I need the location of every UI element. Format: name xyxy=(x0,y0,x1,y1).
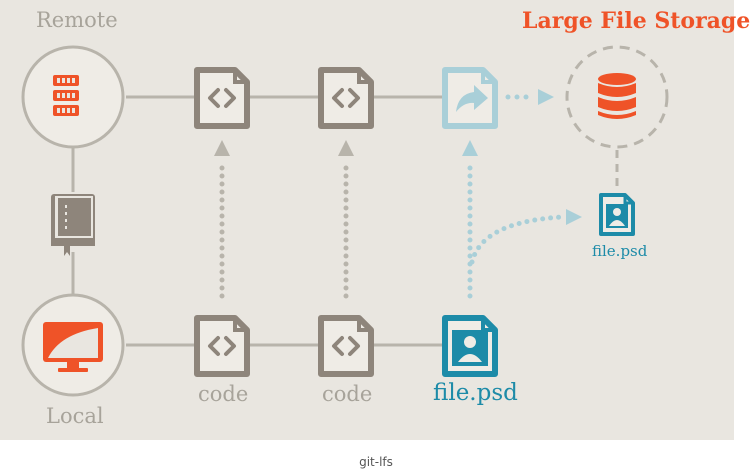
remote-label: Remote xyxy=(36,8,118,32)
code-label-1: code xyxy=(198,382,249,406)
push-arrowhead-3 xyxy=(462,140,478,156)
image-caption: git-lfs xyxy=(359,455,393,469)
push-arrows xyxy=(214,89,582,299)
image-file-icon xyxy=(442,315,498,377)
code-file-icon xyxy=(194,67,250,129)
code-file-icon xyxy=(318,67,374,129)
git-lfs-diagram xyxy=(21,45,669,397)
database-icon xyxy=(598,73,636,119)
local-label: Local xyxy=(46,404,104,428)
image-file-icon xyxy=(599,193,635,236)
upload-arrow-curve xyxy=(469,214,565,265)
local-file-label: file.psd xyxy=(433,380,518,406)
push-arrowhead-2 xyxy=(338,140,354,156)
remote-file-label: file.psd xyxy=(592,242,648,260)
lfs-title: Large File Storage xyxy=(522,8,751,34)
code-file-icon xyxy=(194,315,250,377)
connector-lines xyxy=(71,95,442,347)
local-node xyxy=(21,293,125,397)
server-icon xyxy=(53,75,79,116)
lfs-node xyxy=(565,45,669,188)
push-arrowhead-1 xyxy=(214,140,230,156)
lfs-circle xyxy=(565,45,669,149)
code-file-icon xyxy=(318,315,374,377)
pointer-to-lfs-arrowhead xyxy=(538,89,554,105)
upload-arrowhead xyxy=(566,209,582,225)
remote-node xyxy=(21,45,125,149)
diagram-panel: Remote Large File Storage code code file… xyxy=(0,0,750,440)
book-icon xyxy=(51,194,95,256)
monitor-icon xyxy=(43,322,103,372)
share-file-icon xyxy=(442,67,498,129)
code-label-2: code xyxy=(322,382,373,406)
